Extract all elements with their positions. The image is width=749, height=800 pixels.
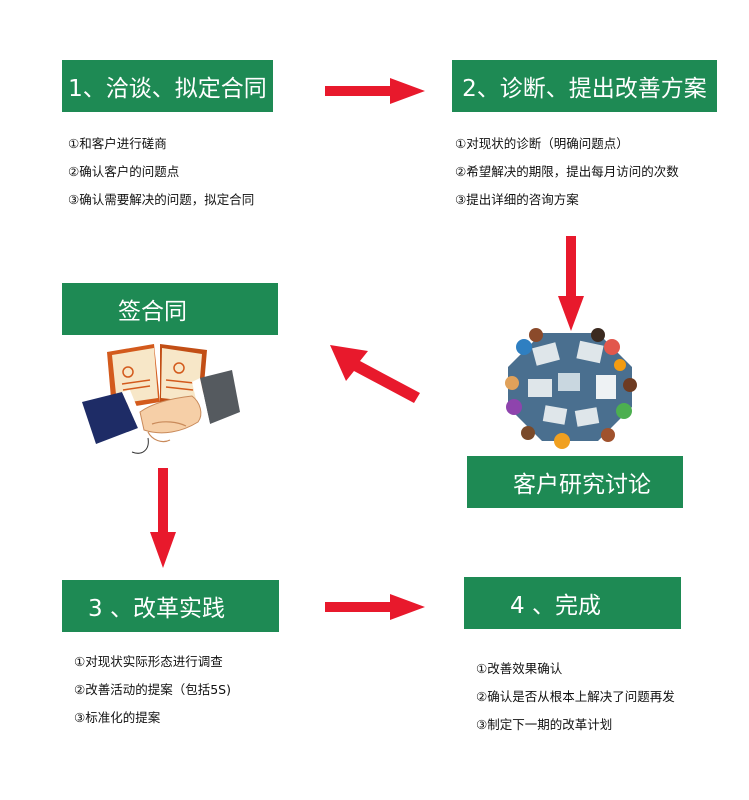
arrow-up-left-icon <box>330 345 420 403</box>
step2-list: ①对现状的诊断（明确问题点） ②希望解决的期限，提出每月访问的次数 ③提出详细的… <box>455 130 679 214</box>
discuss-title: 客户研究讨论 <box>513 472 651 498</box>
step4-box: 4 、完成 <box>464 577 681 629</box>
step1-box: 1、洽谈、拟定合同 <box>62 60 273 112</box>
step1-item: ②确认客户的问题点 <box>68 164 180 179</box>
step3-item: ②改善活动的提案（包括5S) <box>74 682 231 697</box>
step2-title: 2、诊断、提出改善方案 <box>462 76 707 102</box>
arrow-right-icon <box>325 78 425 104</box>
arrow-down-icon <box>150 468 176 568</box>
step3-box: 3 、改革实践 <box>62 580 279 632</box>
step4-title: 4 、完成 <box>510 593 601 619</box>
step2-item: ③提出详细的咨询方案 <box>455 192 579 207</box>
step4-item: ①改善效果确认 <box>476 661 563 676</box>
step1-title: 1、洽谈、拟定合同 <box>68 76 267 102</box>
step1-item: ①和客户进行磋商 <box>68 136 167 151</box>
step3-item: ③标准化的提案 <box>74 710 161 725</box>
step4-item: ③制定下一期的改革计划 <box>476 717 613 732</box>
arrow-right-icon <box>325 594 425 620</box>
step2-item: ①对现状的诊断（明确问题点） <box>455 136 629 151</box>
step3-item: ①对现状实际形态进行调查 <box>74 654 223 669</box>
step1-list: ①和客户进行磋商 ②确认客户的问题点 ③确认需要解决的问题，拟定合同 <box>68 130 254 214</box>
meeting-table-icon <box>505 328 637 449</box>
sign-title: 签合同 <box>118 299 187 325</box>
step4-item: ②确认是否从根本上解决了问题再发 <box>476 689 675 704</box>
discuss-box: 客户研究讨论 <box>467 456 683 508</box>
arrow-down-icon <box>558 236 584 331</box>
step3-list: ①对现状实际形态进行调查 ②改善活动的提案（包括5S) ③标准化的提案 <box>74 648 231 732</box>
step1-item: ③确认需要解决的问题，拟定合同 <box>68 192 255 207</box>
step2-box: 2、诊断、提出改善方案 <box>452 60 717 112</box>
step3-title: 3 、改革实践 <box>88 596 225 622</box>
handshake-contract-icon <box>82 344 240 454</box>
sign-box: 签合同 <box>62 283 278 335</box>
step4-list: ①改善效果确认 ②确认是否从根本上解决了问题再发 ③制定下一期的改革计划 <box>476 655 675 739</box>
step2-item: ②希望解决的期限，提出每月访问的次数 <box>455 164 679 179</box>
